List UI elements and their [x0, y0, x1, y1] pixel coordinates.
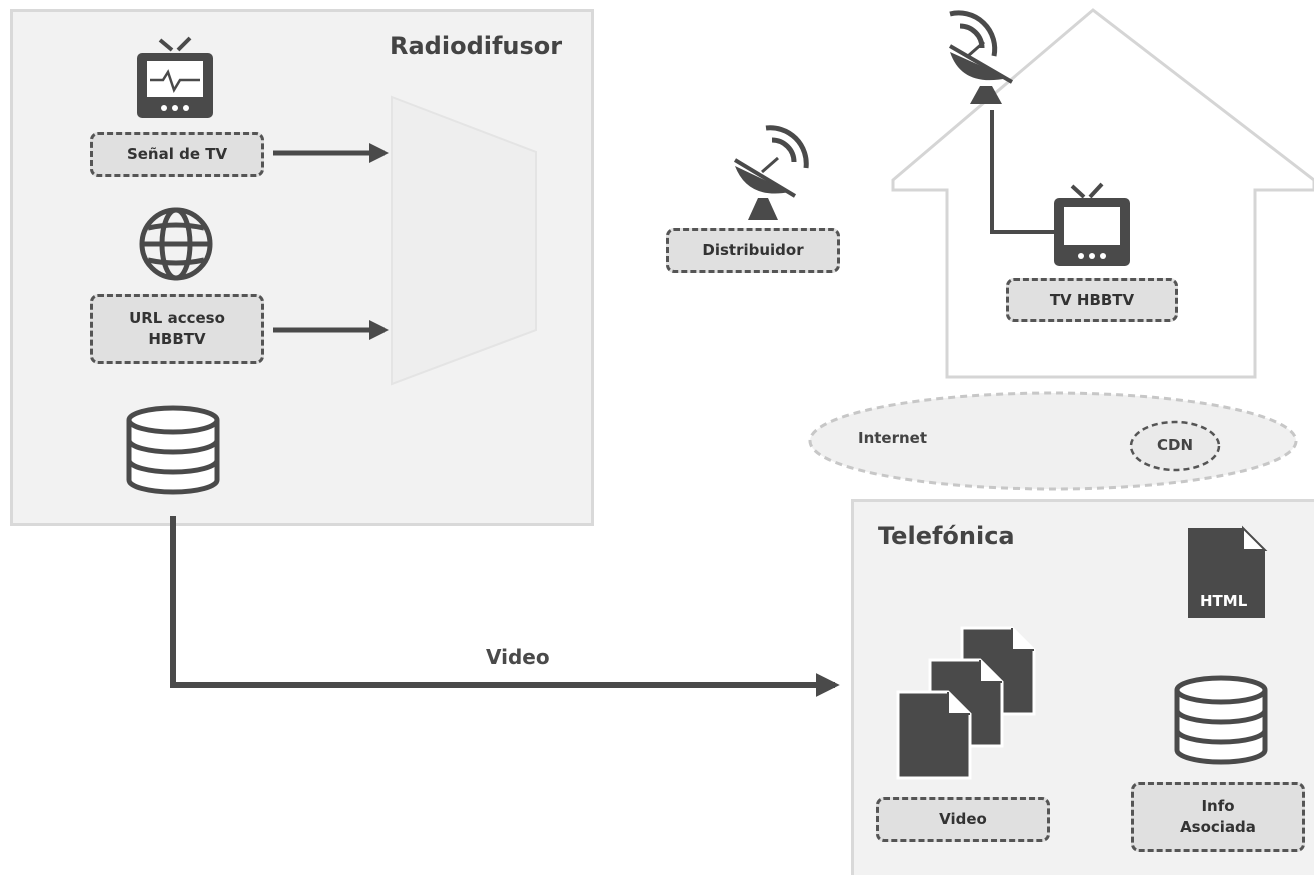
info-database-icon	[1174, 675, 1268, 765]
document-icon	[896, 626, 1036, 780]
globe-icon	[139, 207, 213, 281]
tv-icon	[137, 36, 213, 118]
roof-dish-icon	[948, 10, 1014, 104]
html-file-label: HTML	[1200, 592, 1248, 610]
antenna-cable	[990, 110, 1056, 234]
cdn-label: CDN	[1157, 436, 1194, 454]
tv-hbbtv-label: TV HBBTV	[1006, 278, 1178, 322]
video-files-label: Video	[876, 797, 1050, 842]
cdn-badge	[1129, 420, 1221, 472]
html-file-icon	[1188, 525, 1268, 618]
database-icon	[126, 405, 220, 495]
telefonica-title: Telefónica	[878, 522, 1015, 550]
video-link-label: Video	[486, 645, 550, 669]
internet-label: Internet	[858, 429, 928, 447]
satellite-dish-icon	[733, 125, 809, 220]
distributor-label: Distribuidor	[666, 228, 840, 273]
video-link-line	[170, 516, 840, 697]
associated-info-label: Info Asociada	[1131, 782, 1305, 852]
home-tv-icon	[1054, 182, 1130, 266]
multiplexer-shape	[391, 95, 537, 386]
tv-signal-label: Señal de TV	[90, 132, 264, 177]
broadcaster-title: Radiodifusor	[390, 32, 563, 60]
url-access-label: URL acceso HBBTV	[90, 294, 264, 364]
